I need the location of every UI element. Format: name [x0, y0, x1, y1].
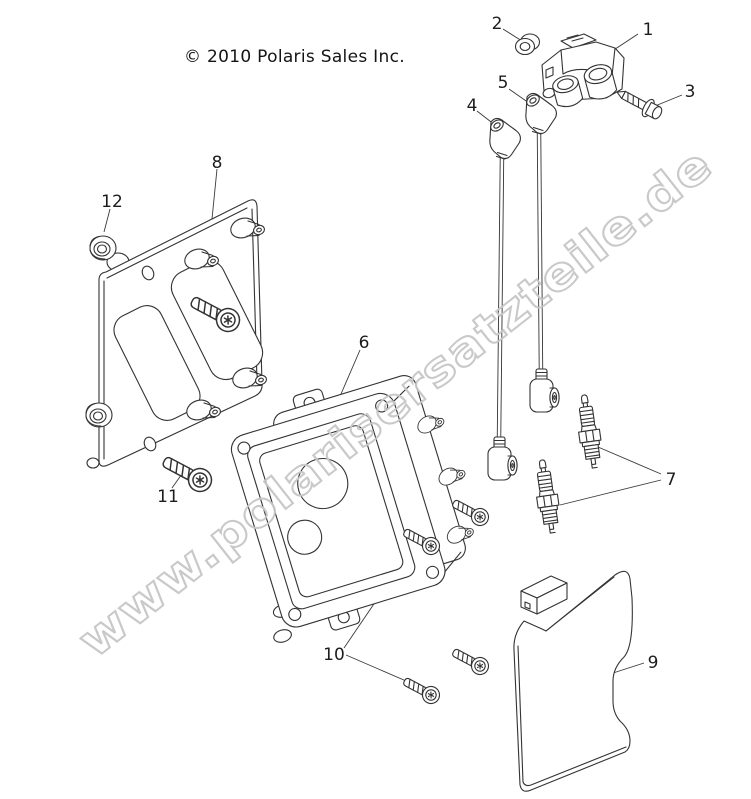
- part-ignition-coil: [541, 33, 625, 108]
- part-flange-nut-lower: [85, 402, 113, 428]
- callout-5: 5: [498, 73, 509, 93]
- part-spark-plug-a: [573, 392, 606, 470]
- callout-7: 7: [666, 470, 677, 490]
- part-cover: [513, 570, 633, 792]
- callout-1: 1: [643, 20, 654, 40]
- callout-11: 11: [157, 487, 179, 507]
- callout-8: 8: [212, 153, 223, 173]
- callout-3: 3: [685, 82, 696, 102]
- part-flange-nut-upper: [89, 235, 117, 261]
- part-plug-wire-long: [487, 117, 521, 481]
- part-control-module: [230, 374, 478, 643]
- part-grommet: [514, 33, 541, 56]
- copyright-text: © 2010 Polaris Sales Inc.: [184, 47, 405, 67]
- part-spark-plug-b: [531, 457, 564, 535]
- callout-4: 4: [467, 96, 478, 116]
- callout-2: 2: [492, 14, 503, 34]
- callout-9: 9: [648, 653, 659, 673]
- part-mounting-bracket: [86, 199, 269, 469]
- part-plug-wire-short: [524, 92, 560, 413]
- callouts: 1 2 3 4 5 6 7 8 9 10 11 12: [101, 14, 695, 673]
- callout-10: 10: [323, 645, 345, 665]
- part-coil-screw: [616, 90, 663, 120]
- callout-12: 12: [101, 192, 123, 212]
- callout-6: 6: [359, 333, 370, 353]
